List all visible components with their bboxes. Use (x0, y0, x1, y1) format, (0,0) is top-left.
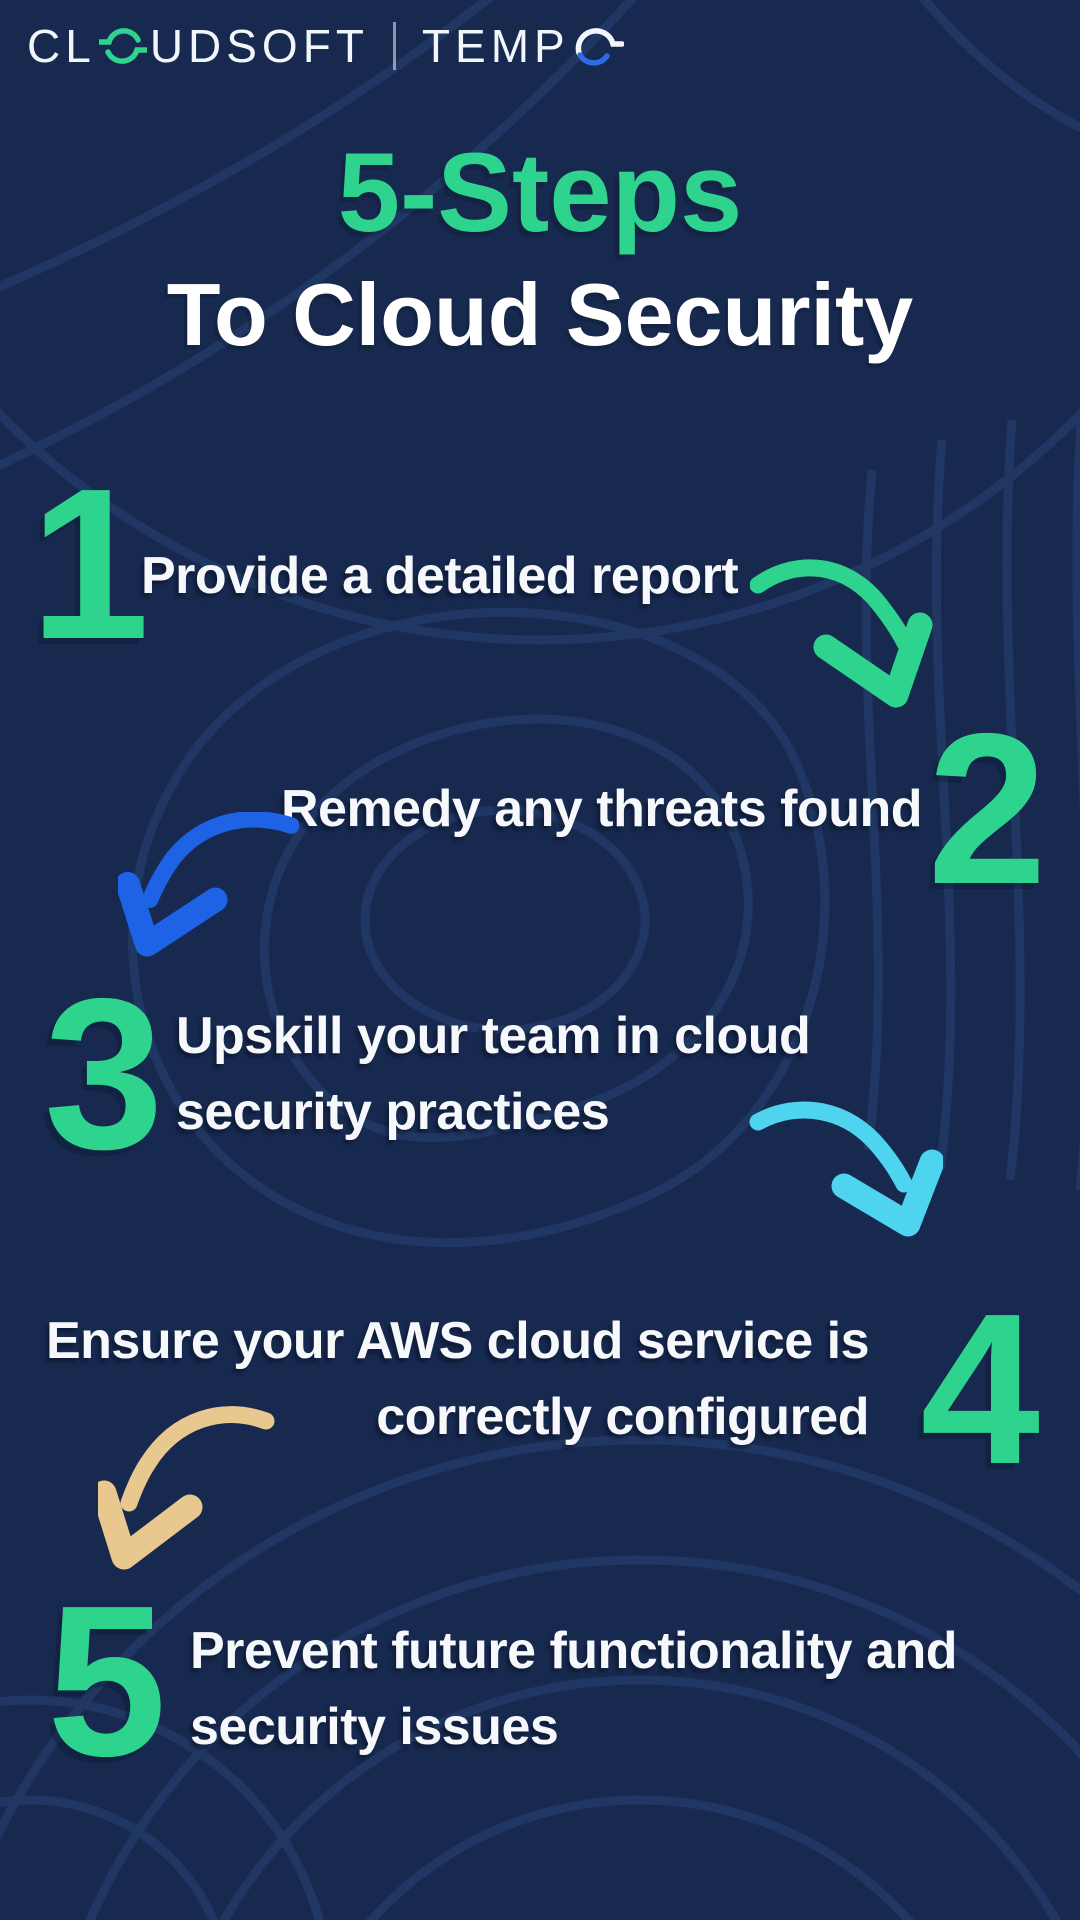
step-1-number: 1 (30, 443, 150, 684)
step-5-number: 5 (47, 1560, 167, 1801)
step-2-text: Remedy any threats found (280, 771, 923, 847)
step-5-text: Prevent future functionality and securit… (190, 1613, 957, 1765)
step-3-line-1: Upskill your team in cloud (176, 1007, 811, 1065)
cloudsoft-ring-icon (98, 28, 147, 64)
logo-cloudsoft-suffix: UDSOFT (149, 20, 369, 72)
step-3-line-2: security practices (176, 1083, 610, 1141)
step-5-line-1: Prevent future functionality and (190, 1622, 957, 1680)
step-5-line-2: security issues (190, 1698, 559, 1756)
step-3-number: 3 (44, 953, 164, 1194)
arrow-step-4-to-5-icon (98, 1405, 288, 1570)
logo: CL UDSOFT TEMP (27, 20, 624, 72)
step-3-text: Upskill your team in cloud security prac… (176, 998, 811, 1150)
step-4-line-1: Ensure your AWS cloud service is (45, 1312, 870, 1370)
step-4-number: 4 (920, 1268, 1040, 1509)
logo-cloudsoft-prefix: CL (27, 20, 96, 72)
arrow-step-1-to-2-icon (750, 555, 940, 710)
step-1-line-1: Provide a detailed report (141, 547, 739, 605)
logo-tempo-prefix: TEMP (421, 20, 570, 72)
page-title-line2: To Cloud Security (166, 265, 914, 364)
tempo-ring-icon (575, 28, 624, 66)
step-2-line-1: Remedy any threats found (280, 780, 923, 838)
step-4-text: Ensure your AWS cloud service is correct… (45, 1303, 870, 1455)
step-4-line-2: correctly configured (376, 1388, 869, 1446)
step-1-text: Provide a detailed report (141, 538, 739, 614)
arrow-step-2-to-3-icon (118, 812, 303, 962)
page-title-line1: 5-Steps (337, 130, 743, 255)
arrow-step-3-to-4-icon (748, 1096, 943, 1246)
step-2-number: 2 (927, 688, 1047, 929)
logo-divider (392, 22, 396, 70)
